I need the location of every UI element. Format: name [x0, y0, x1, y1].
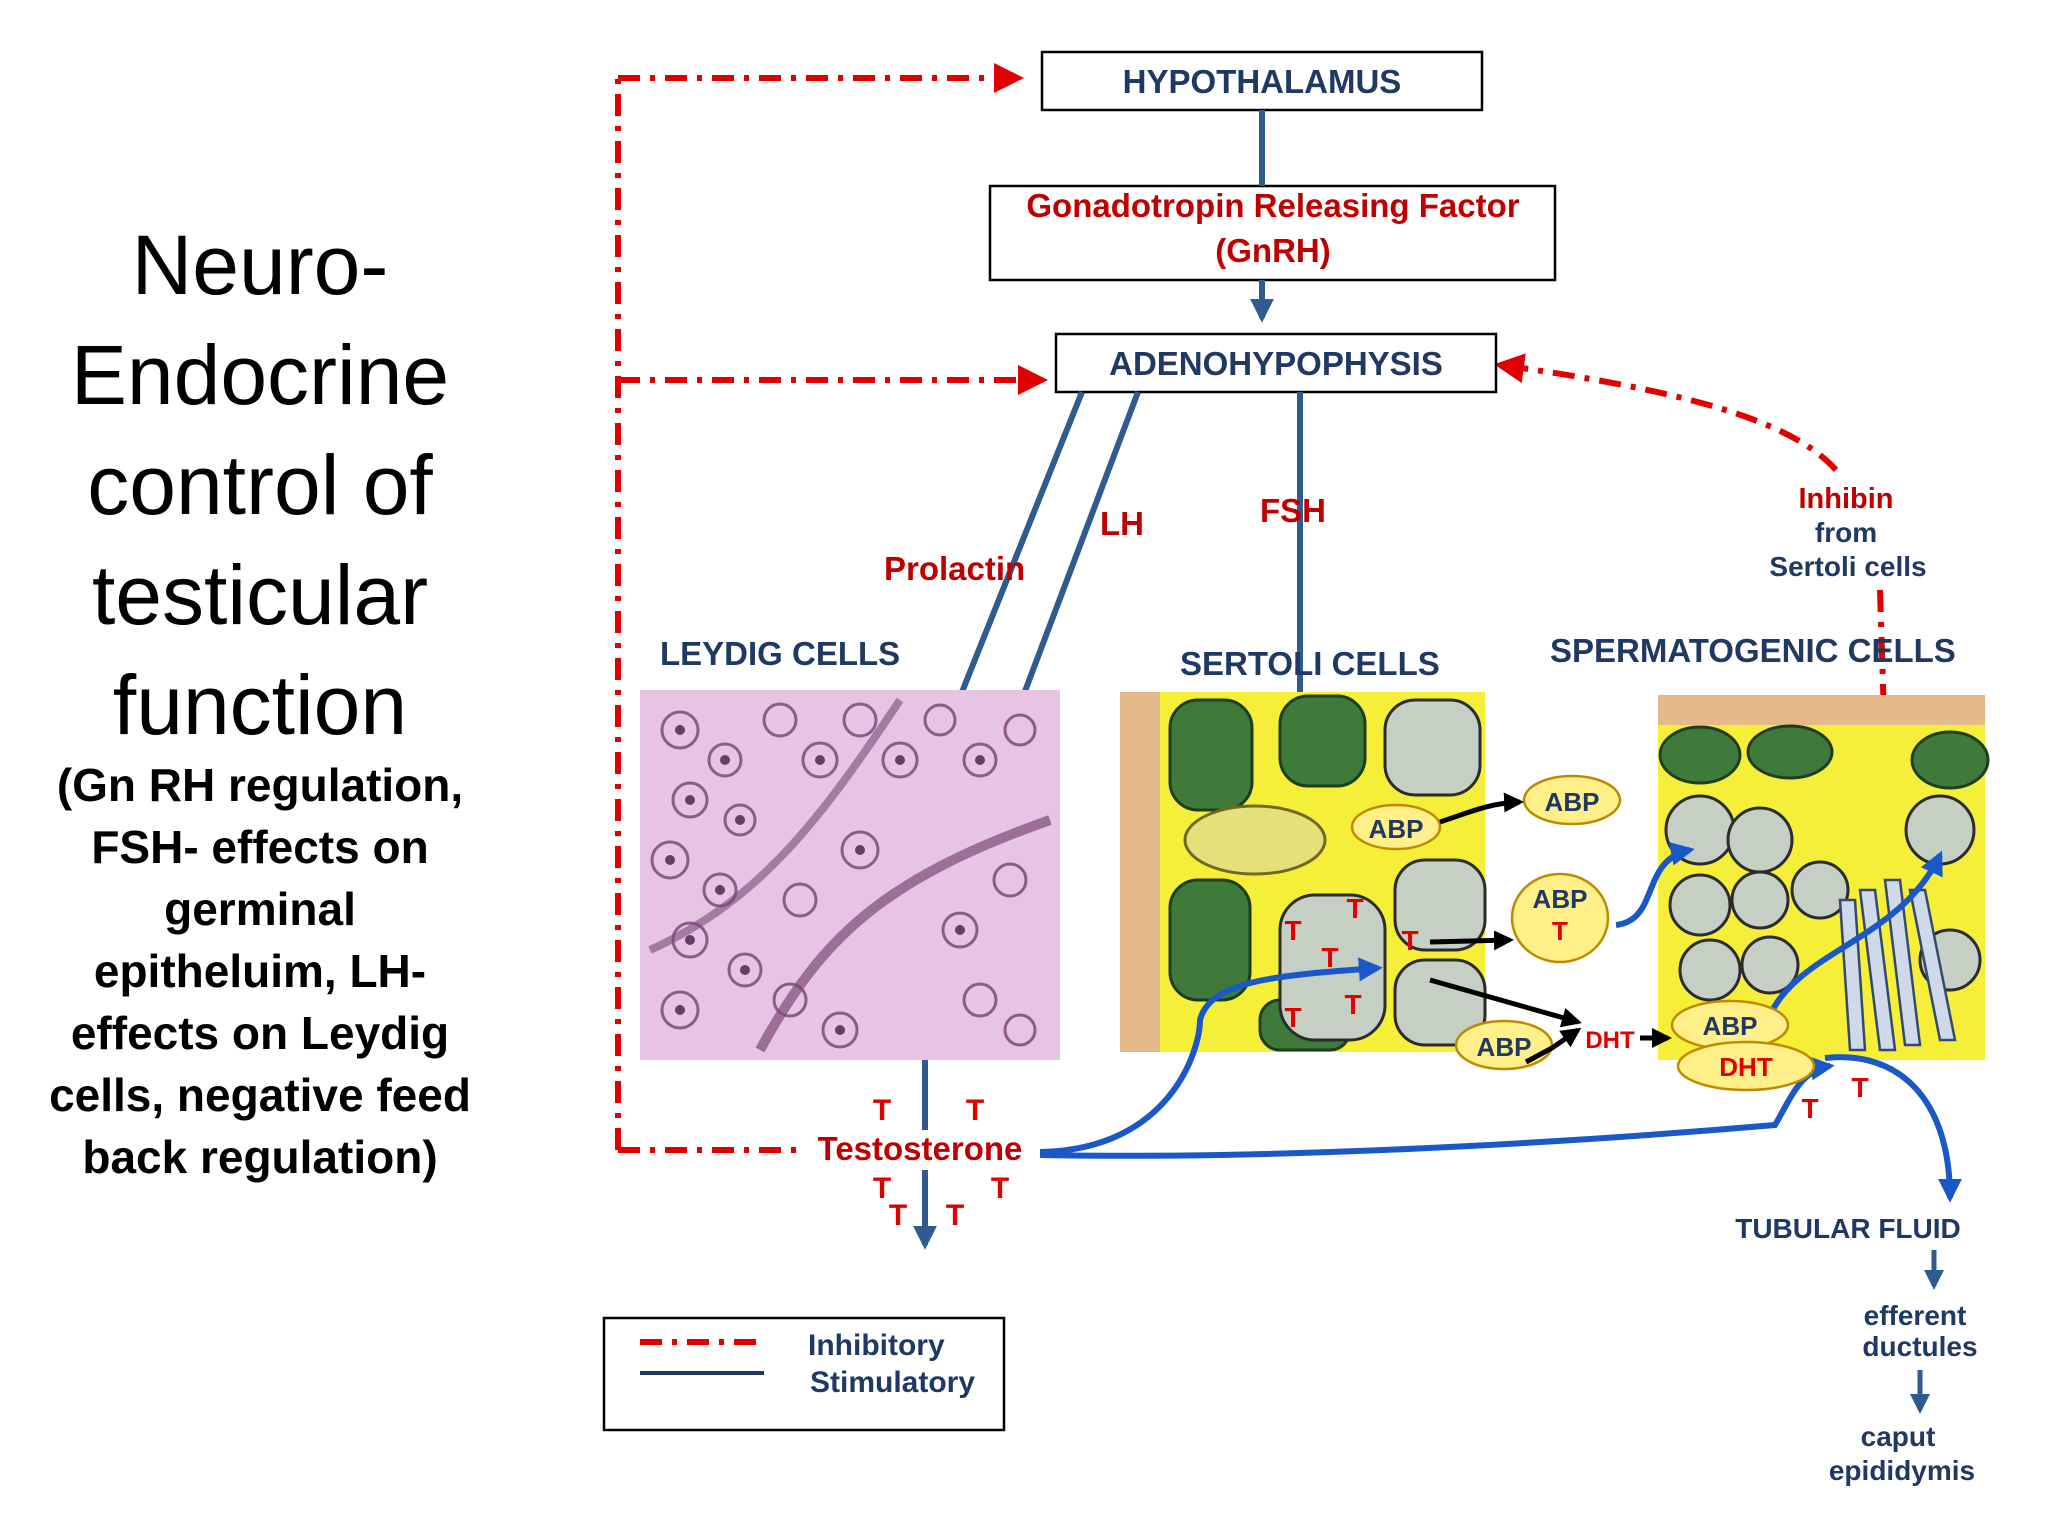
- t-label: T: [991, 1172, 1009, 1205]
- hypothalamus-label: HYPOTHALAMUS: [1123, 63, 1402, 100]
- sertoli-cells-label: SERTOLI CELLS: [1180, 645, 1440, 682]
- t-label: T: [966, 1094, 984, 1127]
- t-label: T: [1801, 1093, 1818, 1124]
- spermatogenic-cells-label: SPERMATOGENIC CELLS: [1550, 632, 1956, 669]
- title-block: Neuro- Endocrine control of testicular f…: [0, 210, 520, 1188]
- abp-ellipse: [1522, 774, 1622, 826]
- abp-t-to-spermatogenic: [1615, 842, 1695, 928]
- legend-stimulatory-label: Stimulatory: [810, 1366, 975, 1399]
- t-to-dht-arrow: [1429, 977, 1582, 1028]
- title-line: control of: [87, 438, 433, 532]
- inhibin-curve: [1494, 353, 1839, 473]
- dht-label: DHT: [1585, 1027, 1635, 1054]
- t-label: T: [946, 1199, 964, 1232]
- inhibin-from-label: from: [1815, 517, 1877, 548]
- abp-label: ABP: [1533, 884, 1588, 914]
- sertoli-illustration: [1120, 692, 1487, 1052]
- t-label: T: [1284, 1002, 1301, 1033]
- t-label: T: [873, 1094, 891, 1127]
- sertoli-t-labels: T T T T T T: [1284, 893, 1418, 1033]
- title-main: Neuro- Endocrine control of testicular f…: [0, 210, 520, 760]
- t-label: T: [1401, 925, 1418, 956]
- subtitle-line: effects on Leydig: [70, 1007, 450, 1059]
- leydig-histology-image: [640, 690, 1060, 1060]
- t-to-spermatogenic: [1039, 1056, 1835, 1159]
- t-label: T: [1851, 1072, 1868, 1103]
- t-label: T: [1552, 916, 1568, 946]
- abp-label: ABP: [1545, 787, 1600, 817]
- free-t-labels: T T T T T T T T: [873, 1072, 1869, 1232]
- t-label: T: [1321, 942, 1338, 973]
- prolactin-label: Prolactin: [884, 550, 1025, 587]
- spermatogenic-arrow-up: [1767, 850, 1943, 1017]
- hypothalamus-box: [1040, 50, 1484, 112]
- legend: Inhibitory Stimulatory: [602, 1316, 1006, 1432]
- abp-binding: ABP ABP ABP T ABP DHT ABP DHT: [1350, 774, 1816, 1092]
- t-label: T: [889, 1199, 907, 1232]
- caput-label: caput: [1861, 1421, 1936, 1452]
- abp-label: ABP: [1477, 1032, 1532, 1062]
- inhibin-label: Inhibin: [1798, 483, 1893, 515]
- subtitle-line: cells, negative feed: [49, 1069, 471, 1121]
- subtitle-line: FSH- effects on: [91, 821, 429, 873]
- tubular-fluid-label: TUBULAR FLUID: [1735, 1213, 1961, 1244]
- abp-ellipse: [1350, 803, 1442, 851]
- abp-label: ABP: [1703, 1011, 1758, 1041]
- inhibitory-feedback: [615, 63, 1900, 1153]
- t-label: T: [1346, 893, 1363, 924]
- to-tubular-fluid: [1824, 1054, 1962, 1203]
- subtitle-line: (Gn RH regulation,: [56, 759, 464, 811]
- subtitle-line: germinal: [164, 883, 356, 935]
- efferent-label: efferent: [1864, 1300, 1967, 1331]
- title-line: Endocrine: [70, 328, 450, 422]
- binding-flow: [1429, 792, 1672, 1065]
- lh-label: LH: [1100, 505, 1144, 542]
- t-to-abp-arrow: [1429, 930, 1514, 951]
- title-line: Neuro-: [131, 218, 389, 312]
- t-label: T: [873, 1172, 891, 1205]
- gnrh-abbrev: (GnRH): [1215, 232, 1330, 269]
- fsh-label: FSH: [1260, 492, 1326, 529]
- subtitle-line: epitheluim, LH-: [93, 945, 427, 997]
- abp-dht-ellipse-bottom: [1676, 1040, 1816, 1092]
- t-label: T: [1284, 915, 1301, 946]
- testosterone-label-bg: [800, 1130, 1040, 1170]
- leydig-cells-label: LEYDIG CELLS: [660, 635, 900, 672]
- testosterone-transport: [1039, 842, 1962, 1203]
- testosterone-label: Testosterone: [818, 1130, 1023, 1167]
- abp-label: ABP: [1369, 814, 1424, 844]
- adenohypophysis-box: [1054, 332, 1498, 394]
- t-to-sertoli: [1039, 957, 1383, 1155]
- epididymis-label: epididymis: [1829, 1455, 1975, 1486]
- spermatogenic-illustration: [1658, 695, 1990, 1060]
- abp-t-ellipse: [1510, 872, 1610, 964]
- title-line: function: [112, 658, 408, 752]
- t-label: T: [1344, 989, 1361, 1020]
- gnrh-box: [988, 184, 1557, 282]
- dht-label: DHT: [1719, 1052, 1773, 1082]
- adenohypophysis-label: ADENOHYPOPHYSIS: [1109, 345, 1443, 382]
- title-line: testicular: [91, 548, 429, 642]
- legend-inhibitory-label: Inhibitory: [808, 1329, 945, 1362]
- inhibin-to-sertoli: [1869, 589, 1900, 754]
- gnrh-label: Gonadotropin Releasing Factor: [1026, 187, 1519, 224]
- abp-out-arrow: [1439, 792, 1524, 825]
- title-subtitle: (Gn RH regulation, FSH- effects on germi…: [0, 754, 520, 1188]
- subtitle-line: back regulation): [82, 1131, 438, 1183]
- inhibin-source-label: Sertoli cells: [1769, 551, 1926, 582]
- ductules-label: ductules: [1862, 1331, 1977, 1362]
- abp-to-dht-arrow: [1524, 1027, 1582, 1065]
